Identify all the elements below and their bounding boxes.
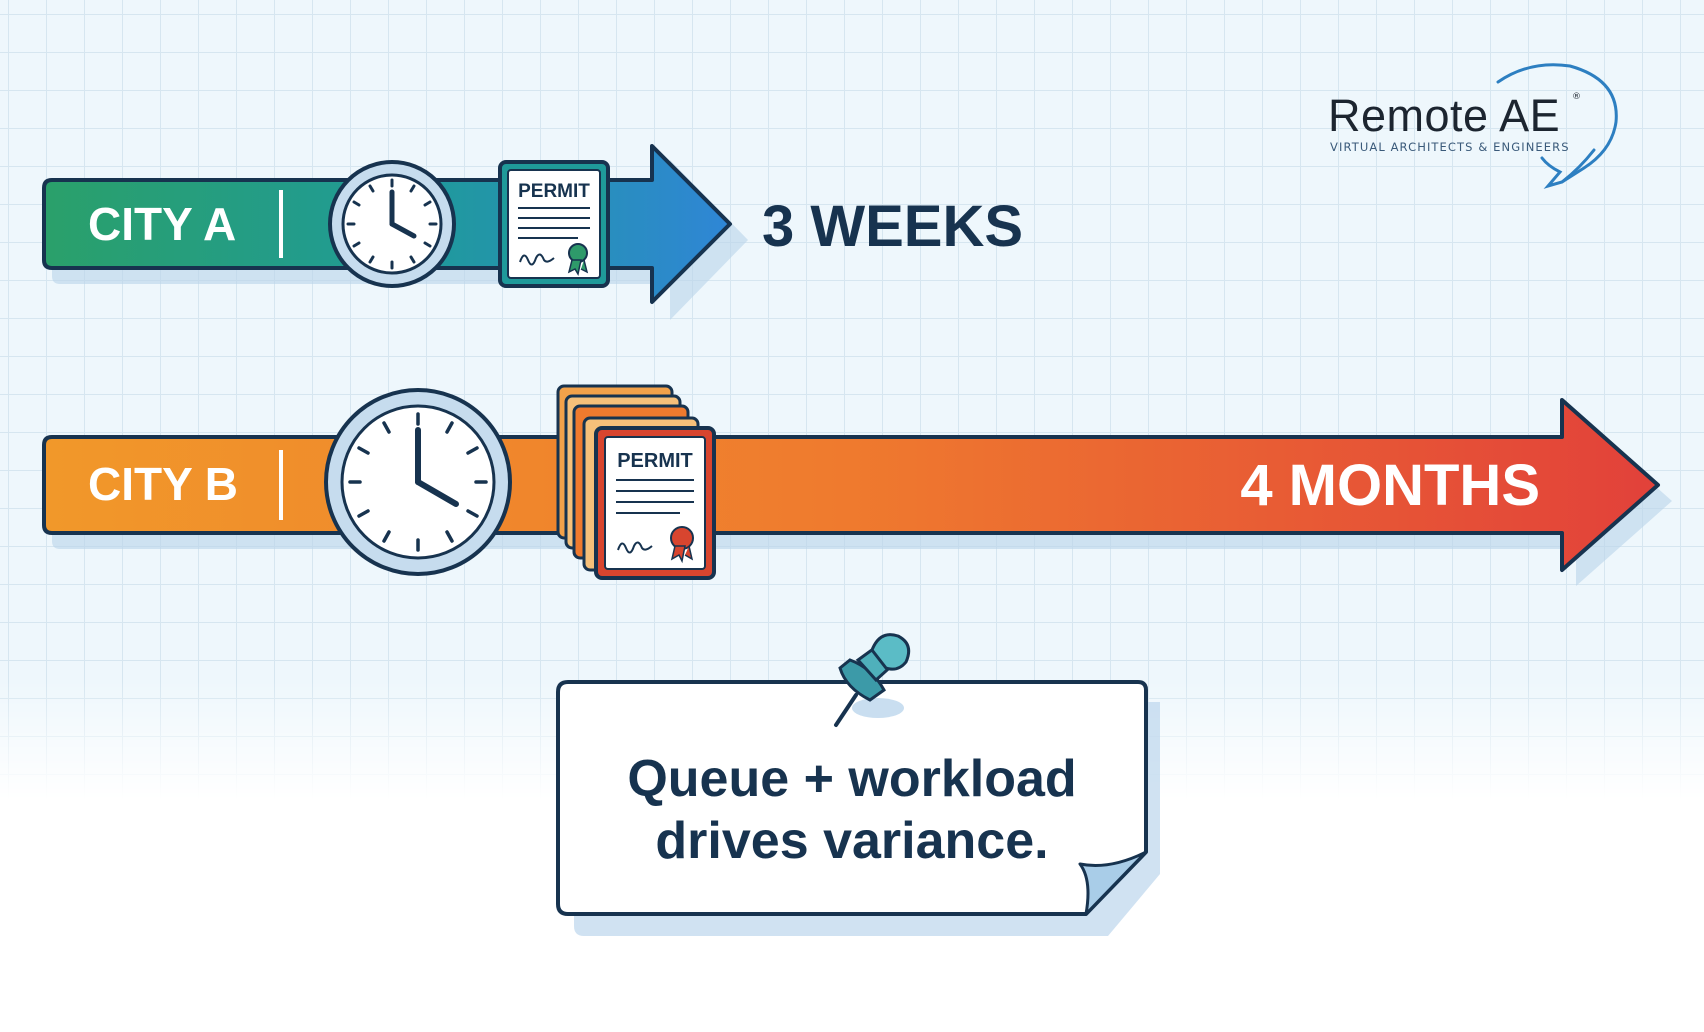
note-card xyxy=(556,633,1160,936)
permit-label: PERMIT xyxy=(518,181,590,202)
note-line-2: drives variance. xyxy=(655,812,1049,870)
registered-mark: ® xyxy=(1572,92,1581,102)
brand-tagline: VIRTUAL ARCHITECTS & ENGINEERS xyxy=(1330,140,1570,154)
city-b-timeline: CITY B xyxy=(42,384,1672,586)
city-b-label: CITY B xyxy=(88,458,238,510)
note-line-1: Queue + workload xyxy=(627,750,1077,808)
brand-name: Remote AE xyxy=(1328,90,1561,141)
pushpin-icon xyxy=(834,633,911,727)
city-a-timeline: CITY A xyxy=(42,144,1023,320)
permit-label: PERMIT xyxy=(617,450,693,472)
permit-document-icon: PERMIT xyxy=(498,160,610,288)
city-a-label: CITY A xyxy=(88,198,236,250)
note-text: Queue + workload drives variance. xyxy=(562,748,1142,872)
city-b-duration: 4 MONTHS xyxy=(1240,453,1540,518)
grid-background xyxy=(0,0,1704,800)
permit-stack-icon: PERMIT xyxy=(556,384,716,580)
clock-icon xyxy=(328,160,456,288)
city-a-duration: 3 WEEKS xyxy=(762,194,1023,259)
logo-pin-outline xyxy=(1496,63,1618,189)
brand-logo: Remote AE ® VIRTUAL ARCHITECTS & ENGINEE… xyxy=(1322,60,1622,190)
clock-icon xyxy=(324,388,512,576)
